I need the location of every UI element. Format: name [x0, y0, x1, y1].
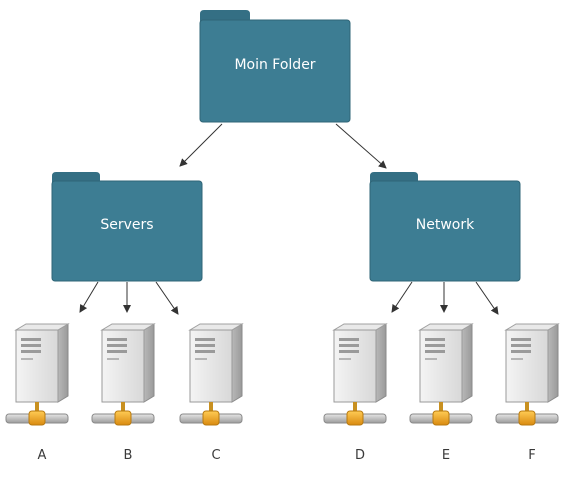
- main-folder-icon: [199, 10, 351, 123]
- arrow-servers-to-c: [155, 281, 179, 315]
- server-a-icon: [5, 323, 69, 426]
- server-label-e: E: [441, 448, 451, 463]
- server-c-icon: [179, 323, 243, 426]
- arrow-main-to-network: [335, 123, 387, 169]
- arrow-network-to-d: [391, 281, 413, 313]
- server-e-icon: [409, 323, 473, 426]
- server-label-b: B: [123, 448, 133, 463]
- server-label-f: F: [528, 448, 536, 463]
- server-label-a: A: [37, 448, 47, 463]
- servers-folder-label: Servers: [100, 217, 154, 233]
- server-d-icon: [323, 323, 387, 426]
- server-b-icon: [91, 323, 155, 426]
- server-label-d: D: [354, 448, 365, 463]
- network-folder-icon: [369, 172, 521, 282]
- arrow-servers-to-a: [79, 281, 99, 313]
- arrow-network-to-f: [475, 281, 499, 315]
- arrow-main-to-servers: [179, 123, 223, 167]
- server-label-c: C: [211, 448, 221, 463]
- server-f-icon: [495, 323, 559, 426]
- main-folder-label: Moin Folder: [234, 57, 316, 73]
- network-folder-label: Network: [415, 217, 475, 233]
- servers-folder-icon: [51, 172, 203, 282]
